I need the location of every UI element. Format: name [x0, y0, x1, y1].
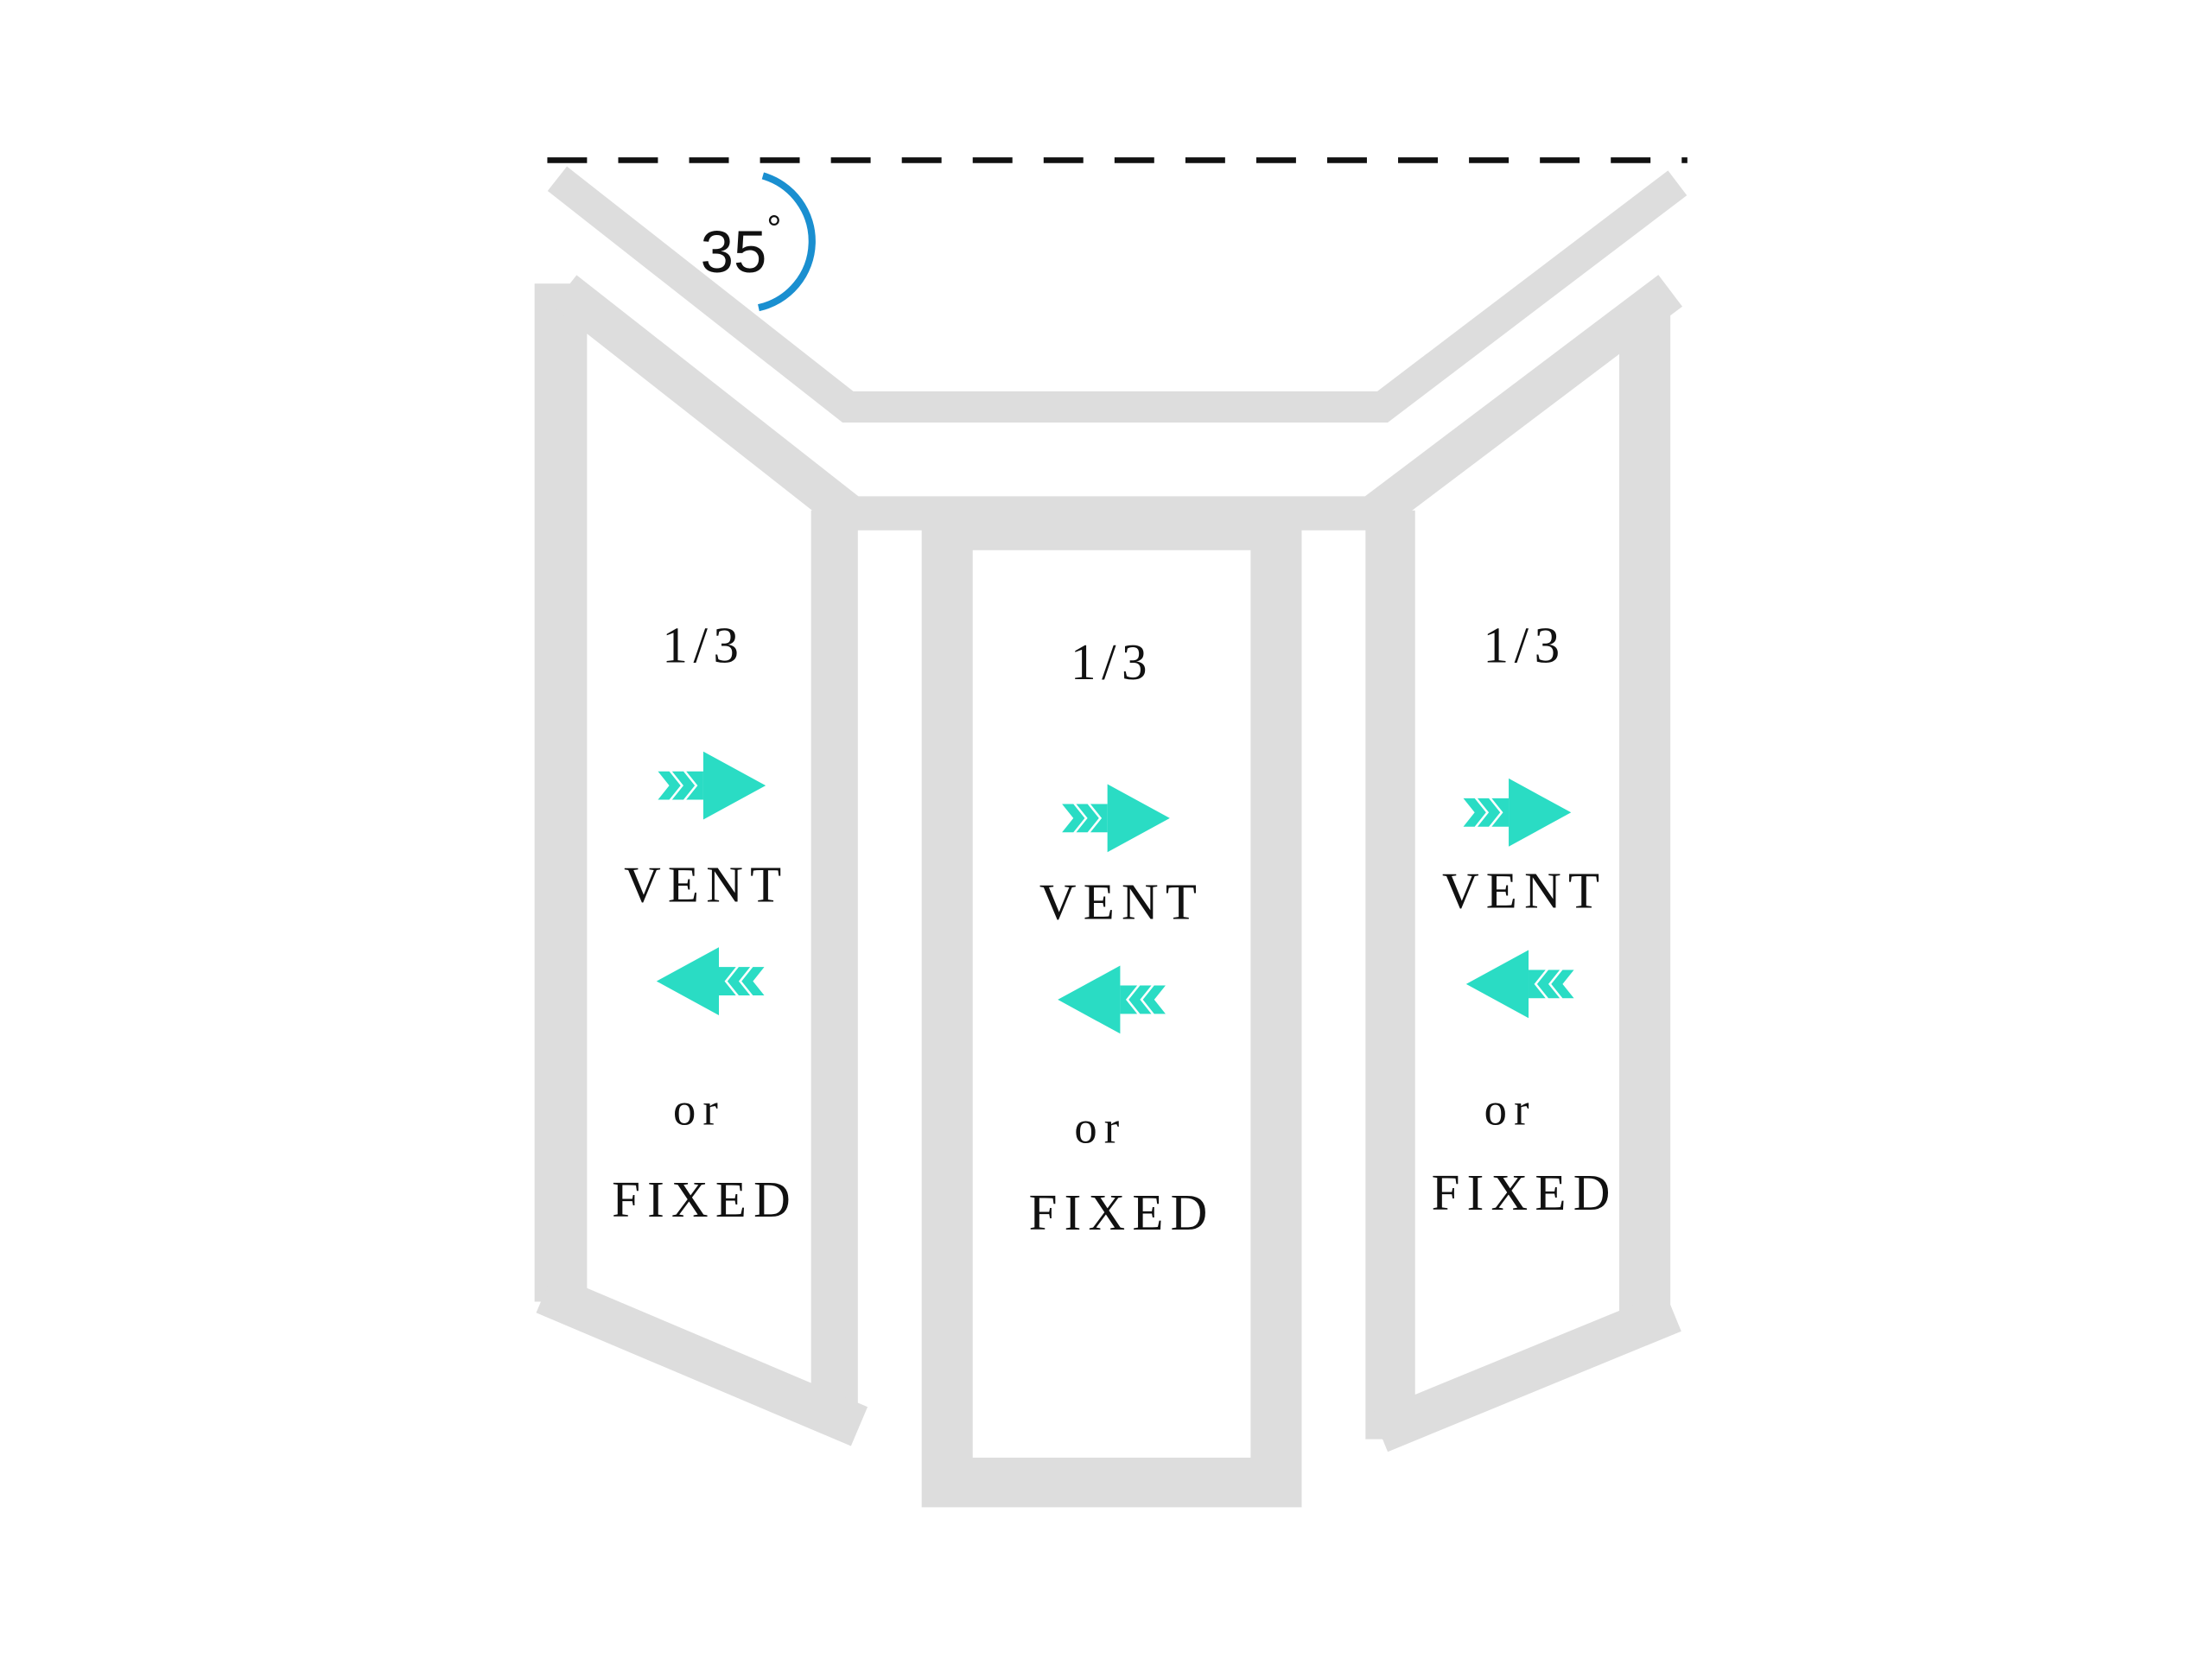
angle-arc — [758, 172, 816, 312]
fixed-label: FIXED — [612, 1171, 798, 1228]
fixed-label: FIXED — [1029, 1184, 1215, 1241]
vent-label: VENT — [1442, 861, 1606, 918]
arrow-left-icon — [656, 947, 765, 1015]
arrow-right-icon — [658, 751, 766, 820]
fixed-label: FIXED — [1432, 1164, 1618, 1221]
right-panel-frame — [1363, 275, 1682, 1452]
arrow-right-icon — [1463, 778, 1572, 847]
center-panel: 1/3 VENT or FIXED — [1029, 633, 1215, 1241]
left-panel: 1/3 VENT or FIXED — [612, 616, 798, 1228]
panel-fraction: 1/3 — [662, 616, 744, 673]
or-label: or — [1484, 1084, 1536, 1135]
or-label: or — [673, 1084, 725, 1135]
angle-value: 35 — [701, 219, 767, 285]
left-panel-frame — [534, 275, 868, 1446]
angle-label: 35° — [701, 208, 782, 285]
vent-label: VENT — [624, 856, 788, 913]
vent-label: VENT — [1039, 873, 1204, 930]
arrow-left-icon — [1465, 950, 1574, 1019]
bay-head-outline — [547, 166, 1688, 423]
or-label: or — [1074, 1103, 1126, 1154]
panel-fraction: 1/3 — [1484, 616, 1566, 673]
right-panel: 1/3 VENT or FIXED — [1432, 616, 1618, 1221]
angle-degree-symbol: ° — [766, 208, 781, 250]
panel-fraction: 1/3 — [1071, 633, 1153, 690]
